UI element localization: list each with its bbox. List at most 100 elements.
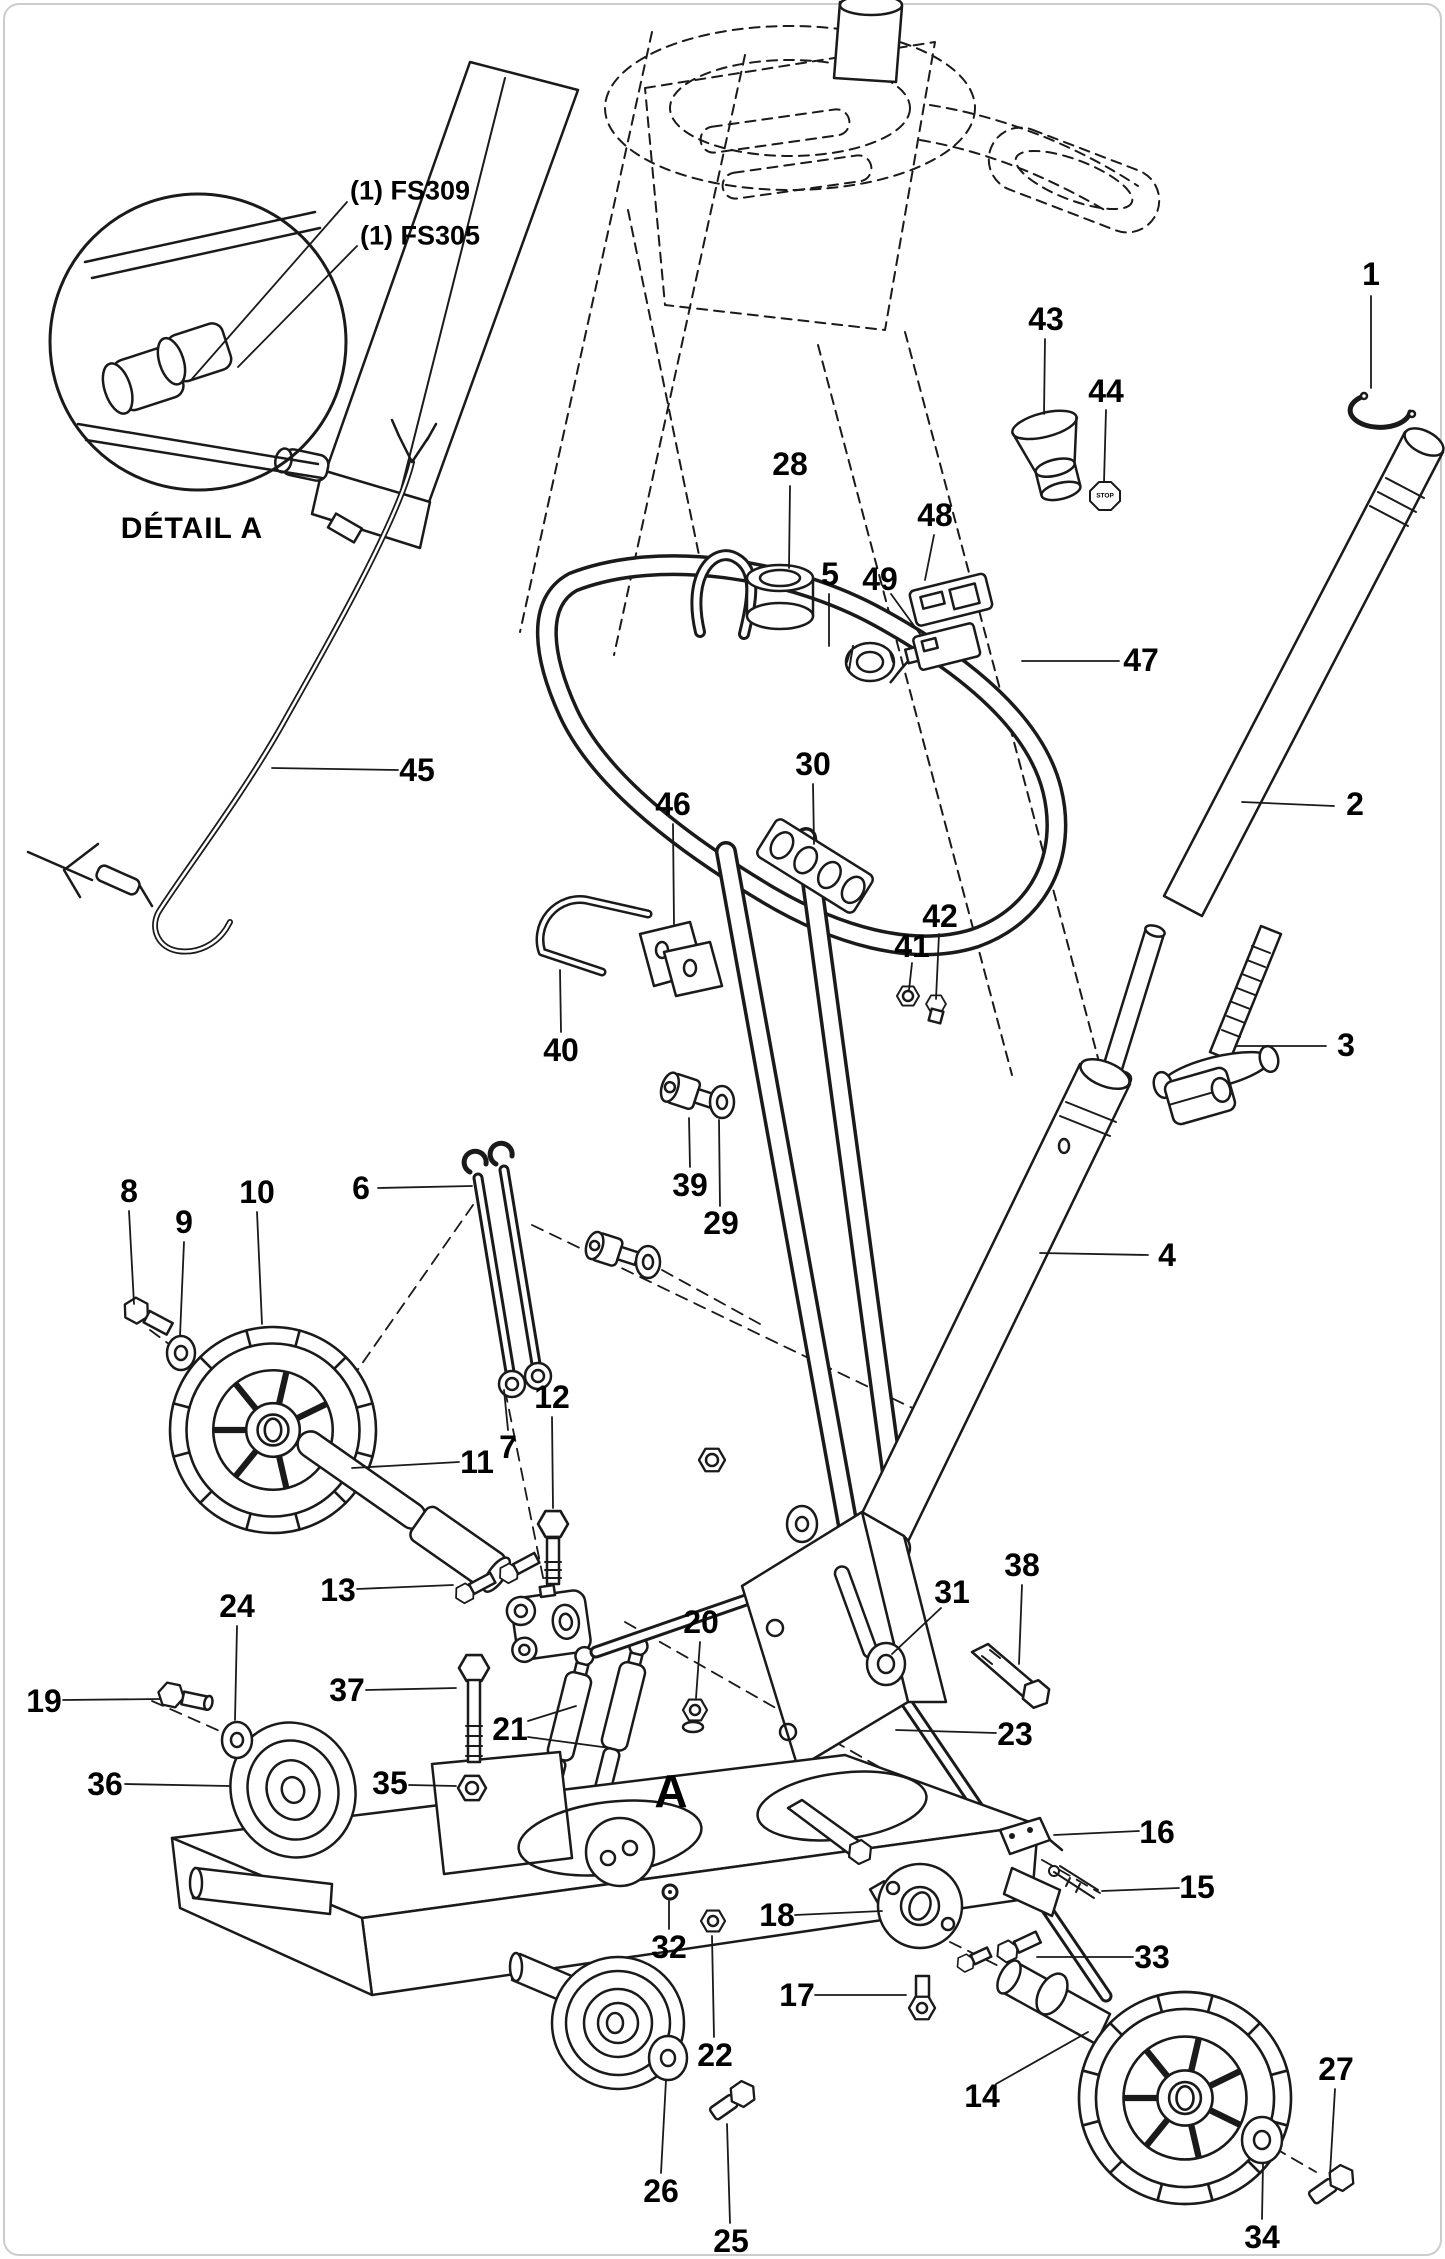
u-bolt-40 [535, 895, 653, 977]
leader-line [726, 2123, 731, 2224]
part-label-8: 8 [120, 1173, 138, 1209]
circlip-1 [1347, 391, 1417, 430]
leader-line [711, 1935, 715, 2038]
cotter-15 [1048, 1865, 1099, 1899]
leader-line [551, 1416, 554, 1509]
arms-6-7 [461, 1140, 553, 1399]
part-label-22: 22 [697, 2037, 733, 2073]
part-label-32: 32 [651, 1929, 687, 1965]
frame-deck [170, 1750, 1062, 1997]
part-label-27: 27 [1318, 2051, 1354, 2087]
strip-30 [756, 818, 874, 914]
part-label-4: 4 [1158, 1237, 1176, 1273]
detail-circle [48, 192, 348, 492]
plug-43 [1011, 409, 1082, 502]
wheel-36 [229, 1721, 357, 1859]
handlebar-legs [715, 827, 911, 1559]
part-label-11: 11 [460, 1444, 494, 1480]
part-label-29: 29 [703, 1205, 739, 1241]
part-label-26: 26 [643, 2173, 679, 2209]
leader-line [559, 969, 562, 1033]
leader-line [891, 1607, 942, 1655]
detail-title: DÉTAIL A [120, 512, 264, 545]
detail-callout-2: (1) FS305 [360, 220, 481, 251]
part-label-15: 15 [1179, 1869, 1215, 1905]
leader-line [995, 2031, 1089, 2085]
part-label-35: 35 [372, 1765, 408, 1801]
front-column-tube [274, 60, 580, 550]
part-label-3: 3 [1337, 1027, 1355, 1063]
part-label-34: 34 [1244, 2219, 1280, 2255]
part-label-49: 49 [862, 561, 898, 597]
leader-line [1329, 2088, 1336, 2175]
hub-18 [868, 1862, 964, 1950]
leader-line [356, 1584, 454, 1590]
part-label-7: 7 [499, 1429, 517, 1465]
leader-line [1018, 1584, 1023, 1665]
part-label-44: 44 [1088, 373, 1124, 409]
leader-line [190, 201, 348, 381]
leader-line [660, 2079, 667, 2174]
steering-shaft [832, 0, 904, 84]
part-label-2: 2 [1346, 786, 1364, 822]
bolt-8 [118, 1293, 174, 1336]
leader-line [890, 593, 921, 635]
bolts-13 [451, 1551, 541, 1607]
part-label-48: 48 [917, 497, 953, 533]
detail-bushing-a [101, 345, 185, 415]
part-label-24: 24 [219, 1588, 255, 1624]
part-label-37: 37 [329, 1672, 365, 1708]
clamp-46 [638, 920, 724, 998]
part-label-12: 12 [534, 1379, 570, 1415]
bolt-19 [154, 1680, 214, 1712]
part-label-28: 28 [772, 446, 808, 482]
knob-28 [745, 563, 815, 631]
wheel-10 [170, 1327, 376, 1533]
floating-nut [697, 1447, 727, 1473]
bolt-33 [992, 1930, 1043, 1966]
pin-16 [998, 1816, 1064, 1856]
bolt-12 [536, 1509, 570, 1586]
part-label-30: 30 [795, 746, 831, 782]
part-label-20: 20 [683, 1604, 719, 1640]
phantom-machine-outline [519, 25, 1161, 1076]
leader-line [377, 1185, 473, 1189]
leader-line [924, 534, 935, 581]
bolt-39-washer-29 [659, 1071, 736, 1120]
stop-button-44 [1089, 481, 1121, 511]
axle-11 [296, 1430, 512, 1593]
leader-line [128, 1210, 135, 1305]
part-label-25: 25 [713, 2223, 749, 2259]
clamp-block [505, 1583, 592, 1664]
leader-line [1043, 338, 1046, 415]
detail-bushing-b [156, 322, 233, 386]
leader-line [234, 1625, 238, 1721]
tube-4 [848, 1057, 1132, 1560]
part-label-46: 46 [655, 786, 691, 822]
switch-48 [908, 572, 994, 627]
part-label-39: 39 [672, 1167, 708, 1203]
leader-line [1039, 1252, 1149, 1256]
nut-41 [895, 985, 921, 1007]
part-label-41: 41 [894, 928, 930, 964]
washer-24 [220, 1720, 254, 1760]
part-label-43: 43 [1028, 301, 1064, 337]
hole-32 [661, 1883, 679, 1901]
part-label-19: 19 [26, 1683, 62, 1719]
part-label-5: 5 [821, 556, 839, 592]
leader-line [527, 1705, 577, 1722]
section-marker-a: A [654, 1765, 688, 1817]
part-label-1: 1 [1362, 256, 1380, 292]
cable-45 [26, 418, 438, 955]
part-label-47: 47 [1123, 642, 1159, 678]
leader-line [935, 933, 940, 1000]
leader-line [527, 1736, 611, 1749]
part-label-16: 16 [1139, 1814, 1175, 1850]
bolt-42 [925, 994, 947, 1025]
leader-line [812, 783, 815, 845]
part-label-33: 33 [1134, 1939, 1170, 1975]
bolt-washer-lower [584, 1230, 662, 1280]
leader-line [908, 962, 913, 991]
